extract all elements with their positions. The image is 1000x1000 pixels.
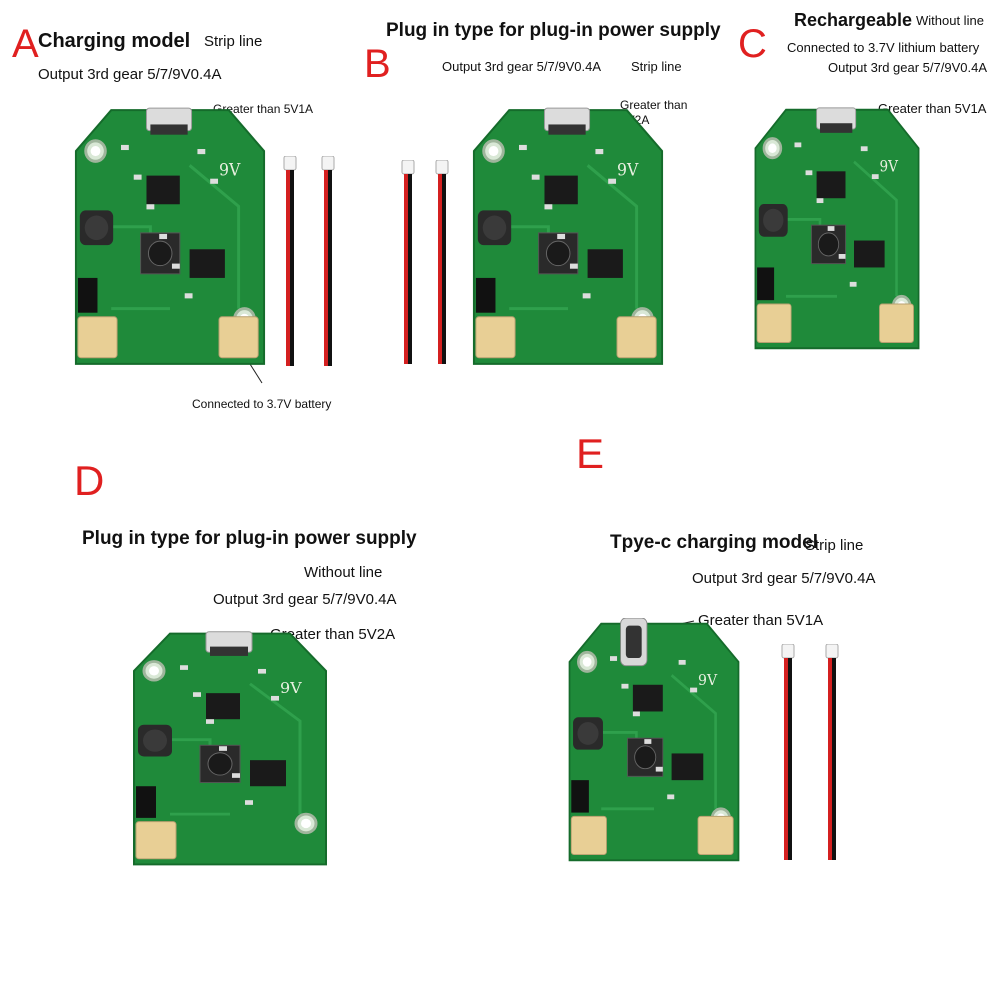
wire-illustration bbox=[781, 644, 795, 860]
panel-d-pcb-board: 9V bbox=[130, 628, 330, 870]
panel-c-subtitle: Without line bbox=[916, 13, 984, 28]
panel-c-battery-note: Connected to 3.7V lithium battery bbox=[787, 40, 980, 55]
panel-b-subtitle: Strip line bbox=[631, 59, 682, 74]
panel-a-pcb-board: 9V bbox=[72, 104, 268, 370]
panel-b-letter: B bbox=[364, 42, 391, 86]
panel-a-letter: A bbox=[12, 22, 39, 66]
panel-b-title: Plug in type for plug-in power supply bbox=[386, 20, 721, 41]
panel-d-letter: D bbox=[74, 457, 105, 504]
panel-b-wire-2 bbox=[432, 160, 452, 368]
panel-d-subtitle: Without line bbox=[304, 564, 383, 581]
panel-c-letter: C bbox=[738, 22, 767, 66]
panel-c-output: Output 3rd gear 5/7/9V0.4A bbox=[828, 60, 987, 75]
panel-a-output: Output 3rd gear 5/7/9V0.4A bbox=[38, 66, 222, 83]
pcb-illustration: 9V bbox=[472, 107, 664, 365]
panel-a-wire-2 bbox=[318, 156, 338, 370]
panel-e-output: Output 3rd gear 5/7/9V0.4A bbox=[692, 570, 876, 587]
pcb-illustration: 9V bbox=[754, 107, 920, 350]
pcb-illustration: 9V bbox=[568, 618, 740, 862]
panel-a-subtitle: Strip line bbox=[204, 33, 263, 50]
panel-a-title: Charging model bbox=[38, 30, 191, 52]
panel-c-port-note: Greater than 5V1A bbox=[878, 101, 987, 116]
pcb-illustration: 9V bbox=[133, 631, 327, 866]
wire-illustration bbox=[401, 160, 415, 364]
wire-illustration bbox=[321, 156, 335, 366]
panel-a-battery-note: Connected to 3.7V battery bbox=[192, 397, 332, 411]
panel-b-wire-1 bbox=[398, 160, 418, 368]
pcb-illustration: 9V bbox=[74, 107, 266, 365]
panel-e-wire-2 bbox=[822, 644, 842, 864]
panel-c-pcb-board: 9V bbox=[752, 104, 922, 354]
wire-illustration bbox=[283, 156, 297, 366]
panel-b-pcb-board: 9V bbox=[470, 104, 666, 370]
panel-c-title: Rechargeable bbox=[794, 10, 913, 30]
panel-d-output: Output 3rd gear 5/7/9V0.4A bbox=[213, 591, 397, 608]
panel-e-letter: E bbox=[576, 430, 605, 477]
panel-e-pcb-board: 9V bbox=[566, 618, 742, 866]
svg-text:9V: 9V bbox=[698, 671, 718, 689]
panel-e-wire-1 bbox=[778, 644, 798, 864]
panel-e-port-note: Greater than 5V1A bbox=[698, 612, 824, 629]
panel-d-port-note: Greater than 5V2A bbox=[270, 626, 396, 643]
panel-e-title: Tpye-c charging model bbox=[610, 532, 818, 553]
svg-text:9V: 9V bbox=[219, 160, 241, 179]
panel-d-title: Plug in type for plug-in power supply bbox=[82, 528, 417, 549]
panel-e-subtitle: Strip line bbox=[805, 537, 864, 554]
panel-b-port-note-1: Greater than bbox=[620, 98, 688, 112]
wire-illustration bbox=[435, 160, 449, 364]
panel-a-port-note: Greater than 5V1A bbox=[213, 102, 314, 116]
panel-b-output: Output 3rd gear 5/7/9V0.4A bbox=[442, 59, 601, 74]
panel-a-wire-1 bbox=[280, 156, 300, 370]
svg-text:9V: 9V bbox=[617, 160, 639, 179]
wire-illustration bbox=[825, 644, 839, 860]
svg-text:9V: 9V bbox=[280, 680, 303, 697]
svg-text:9V: 9V bbox=[880, 159, 899, 176]
